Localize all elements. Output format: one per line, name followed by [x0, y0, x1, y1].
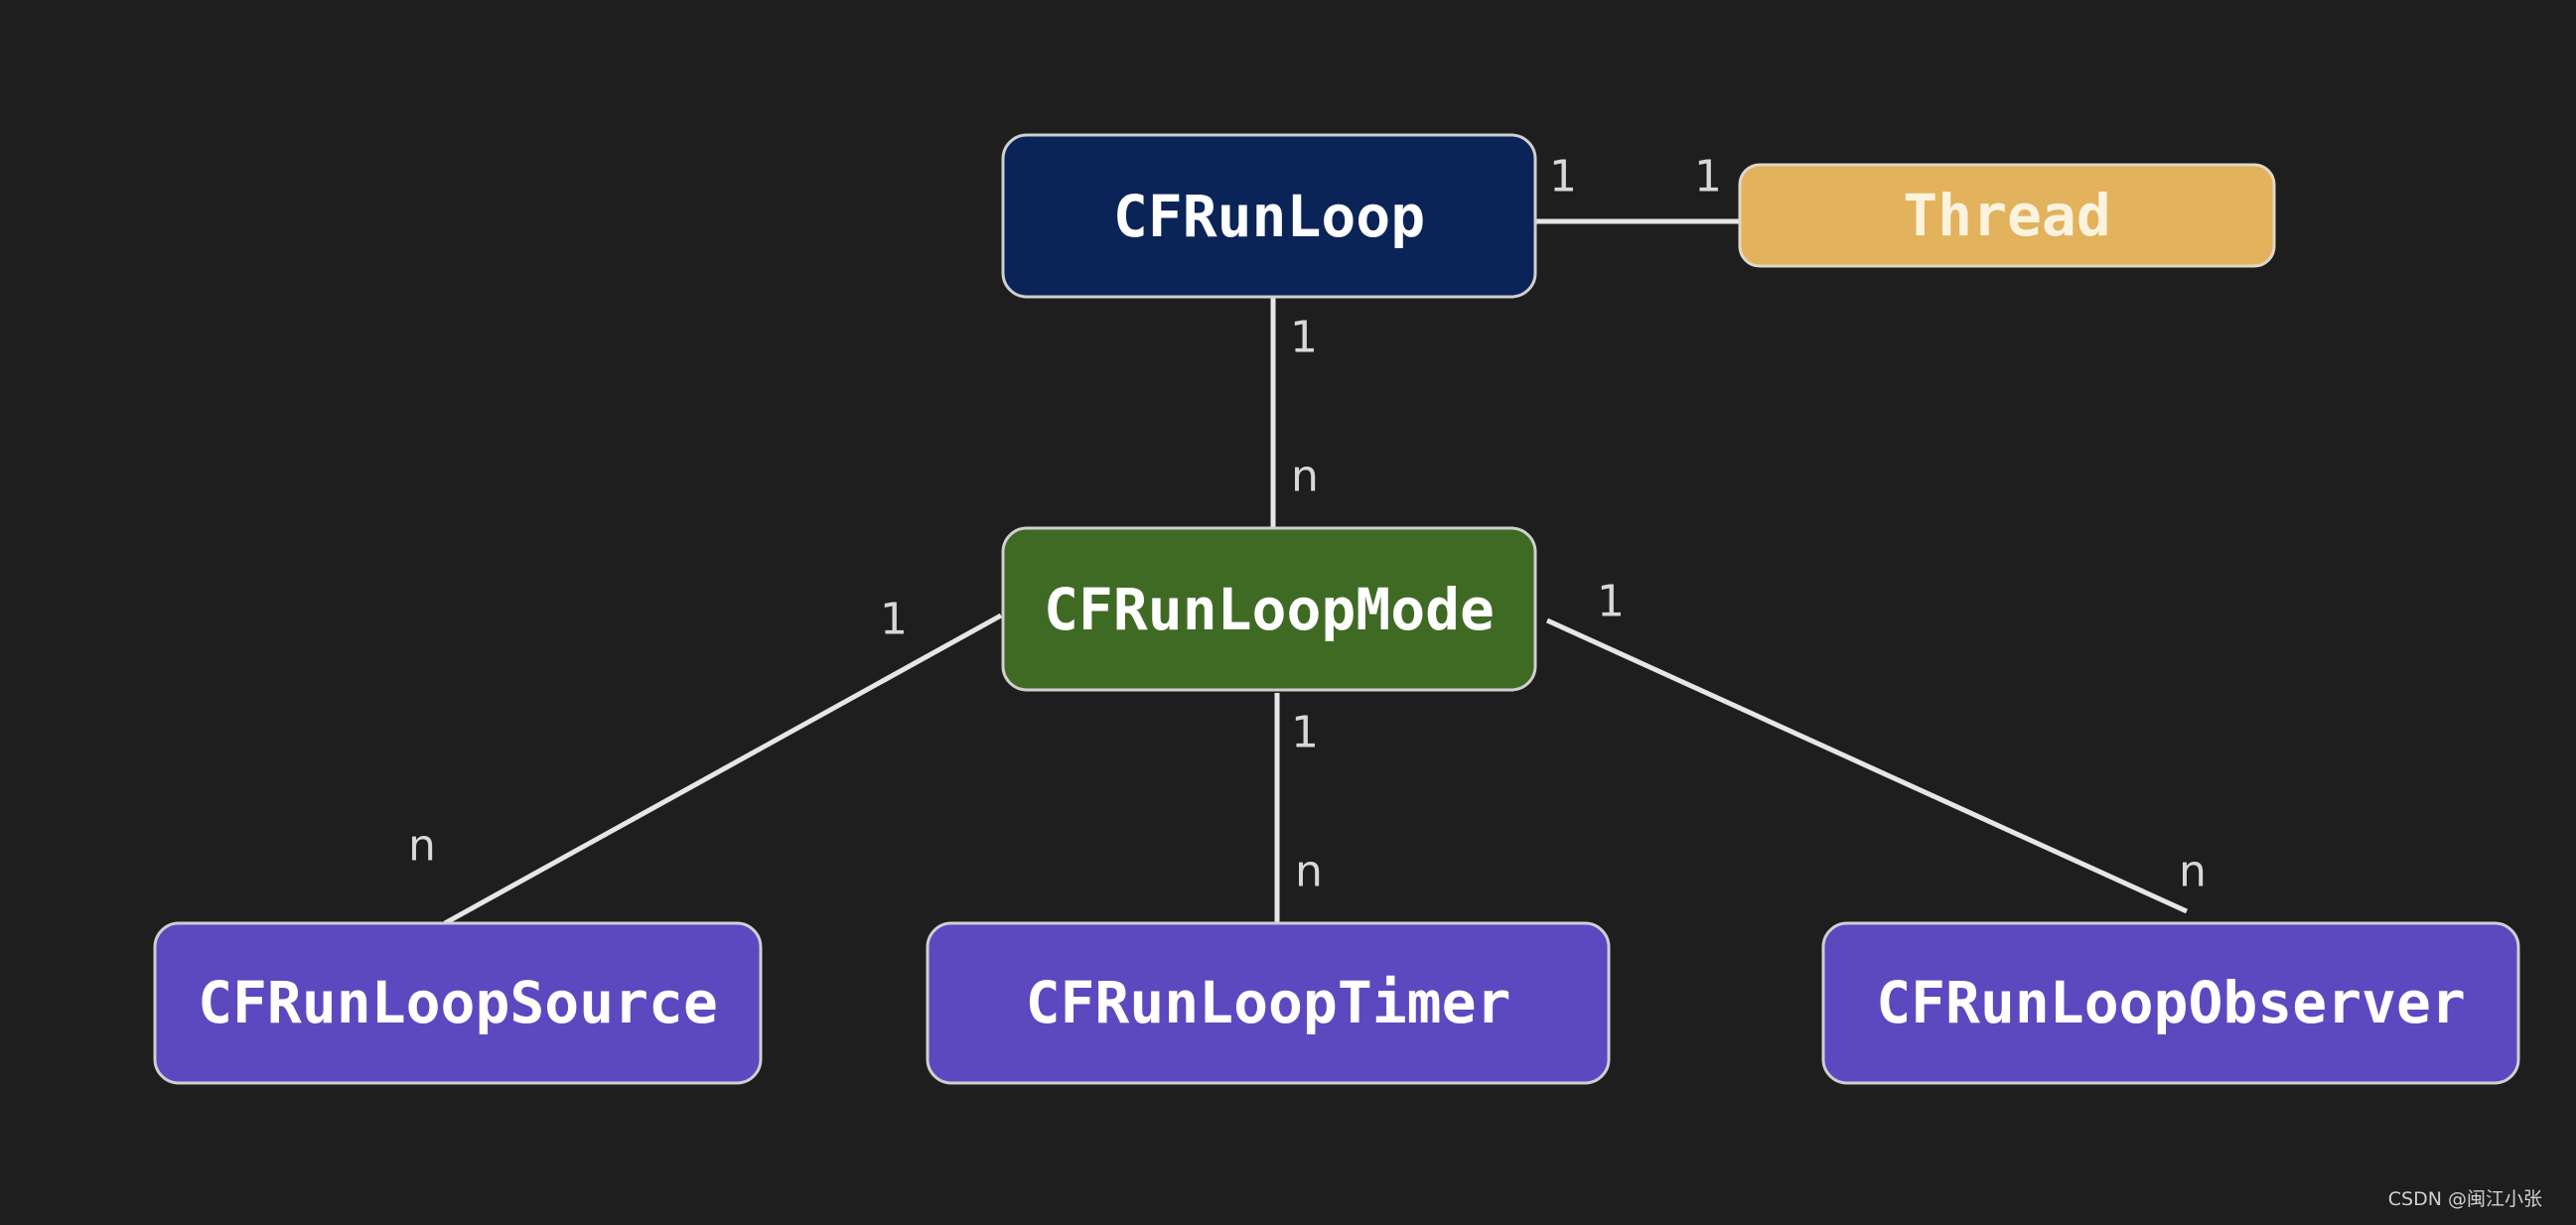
node-cfrunloop[interactable]: CFRunLoop	[1001, 133, 1537, 299]
node-label: CFRunLoopTimer	[1026, 969, 1511, 1036]
node-cfrunloopmode[interactable]: CFRunLoopMode	[1001, 526, 1537, 692]
multiplicity-label: n	[1291, 452, 1319, 502]
node-label: CFRunLoopMode	[1044, 576, 1495, 643]
node-label: CFRunLoop	[1113, 183, 1425, 250]
node-label: CFRunLoopSource	[198, 969, 718, 1036]
node-label: Thread	[1903, 182, 2111, 249]
multiplicity-label: n	[1295, 847, 1323, 897]
node-box	[1821, 921, 2520, 1085]
edge-mode-source	[443, 612, 1003, 926]
node-box	[1001, 526, 1537, 692]
node-box	[926, 921, 1611, 1085]
node-box	[1001, 133, 1537, 299]
node-cfrunloopsource[interactable]: CFRunLoopSource	[153, 921, 763, 1085]
multiplicity-label: n	[2179, 847, 2207, 897]
node-label: CFRunLoopObserver	[1876, 969, 2466, 1036]
edge-mode-observer	[1545, 617, 2189, 914]
multiplicity-label: 1	[1549, 152, 1577, 203]
multiplicity-label: 1	[1291, 708, 1319, 758]
node-thread[interactable]: Thread	[1738, 163, 2276, 268]
multiplicity-label: 1	[1694, 152, 1722, 203]
multiplicity-label: n	[408, 821, 436, 872]
multiplicity-label: 1	[880, 595, 908, 645]
node-cfrunloopobserver[interactable]: CFRunLoopObserver	[1821, 921, 2520, 1085]
multiplicity-label: 1	[1597, 577, 1625, 627]
node-box	[1738, 163, 2276, 268]
node-cfrunlooptimer[interactable]: CFRunLoopTimer	[926, 921, 1611, 1085]
multiplicity-label: 1	[1290, 313, 1318, 363]
node-box	[153, 921, 763, 1085]
watermark: CSDN @闽江小张	[2387, 1188, 2542, 1210]
